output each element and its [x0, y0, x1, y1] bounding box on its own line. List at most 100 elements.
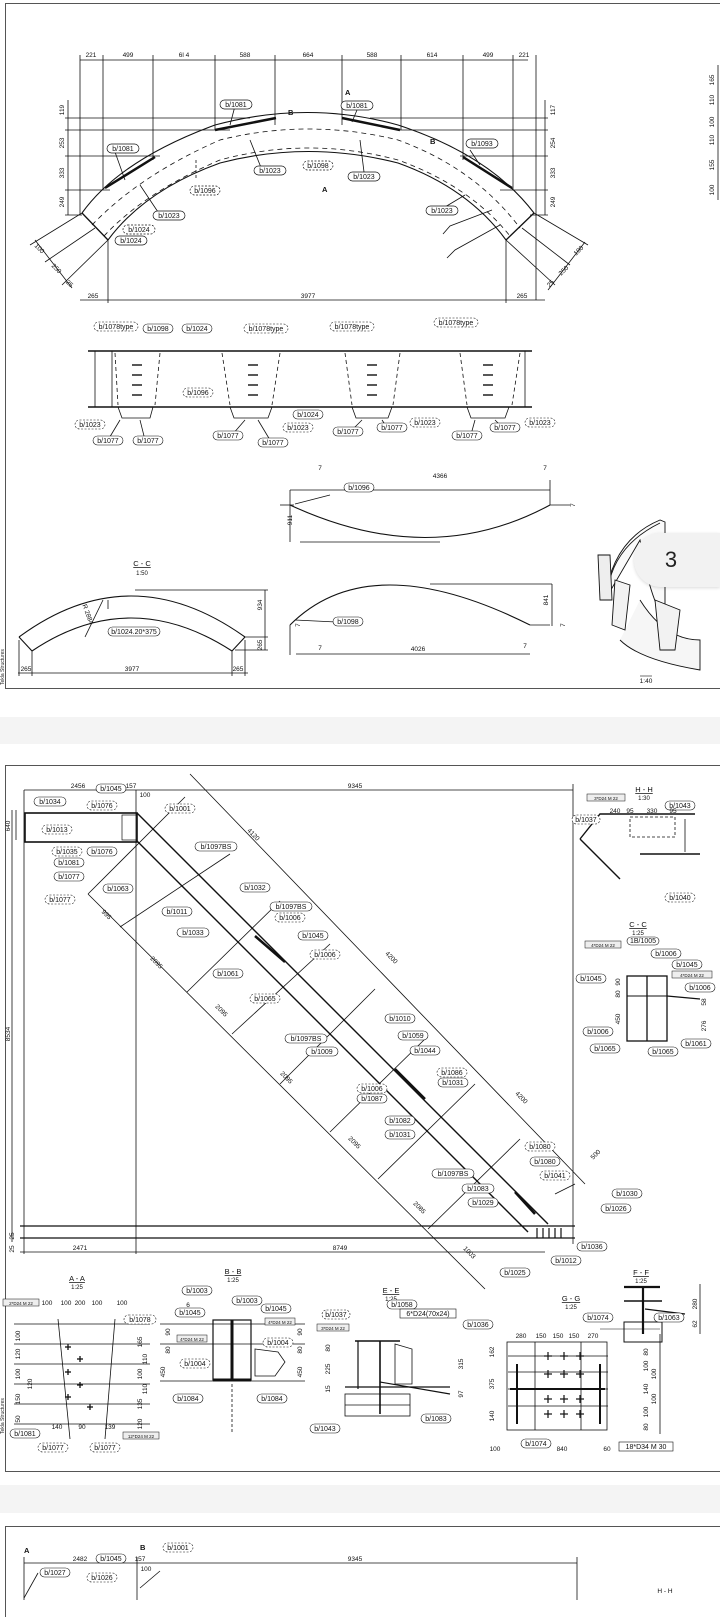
svg-text:b/1027: b/1027: [44, 1570, 66, 1577]
svg-text:b/1077: b/1077: [262, 440, 284, 447]
svg-text:100: 100: [117, 1300, 128, 1307]
svg-text:4*D24 M 22: 4*D24 M 22: [180, 1337, 204, 1342]
svg-text:b/1024: b/1024: [120, 238, 142, 245]
svg-text:249: 249: [59, 196, 66, 207]
svg-text:b/1065: b/1065: [254, 996, 276, 1003]
page-number-indicator[interactable]: 3: [634, 533, 720, 587]
svg-text:80: 80: [643, 1348, 650, 1356]
arch-part-labels: b/1081 b/1081 b/1081 b/1093 b/1023 b/102…: [106, 99, 499, 246]
svg-text:b/1026: b/1026: [91, 1575, 113, 1582]
svg-text:110: 110: [142, 1383, 149, 1394]
svg-text:25: 25: [546, 279, 556, 289]
svg-text:b/1061: b/1061: [685, 1041, 707, 1048]
svg-text:b/1006: b/1006: [314, 952, 336, 959]
svg-text:b/1076: b/1076: [91, 849, 113, 856]
svg-text:249: 249: [550, 196, 557, 207]
svg-text:221: 221: [519, 52, 530, 59]
svg-text:265: 265: [233, 666, 244, 673]
truss-drawing: 2456 157 100 9345 640 8534 25 25 2471 87…: [2, 773, 716, 1453]
svg-text:F - F: F - F: [633, 1268, 649, 1277]
svg-text:b/1097BS: b/1097BS: [438, 1171, 469, 1178]
svg-text:90: 90: [297, 1328, 304, 1336]
svg-text:50: 50: [15, 1415, 22, 1423]
svg-text:4200: 4200: [513, 1090, 528, 1105]
svg-text:12*D24 M 22: 12*D24 M 22: [128, 1434, 155, 1439]
svg-text:b/1077: b/1077: [58, 874, 80, 881]
svg-text:A: A: [24, 1546, 30, 1555]
svg-text:b/1097BS: b/1097BS: [291, 1036, 322, 1043]
page-gap: [0, 717, 720, 744]
svg-text:b/1023: b/1023: [431, 208, 453, 215]
svg-text:b/1023: b/1023: [529, 420, 551, 427]
svg-text:b/1098: b/1098: [307, 163, 329, 170]
svg-text:b/1077: b/1077: [42, 1445, 64, 1452]
svg-text:b/1063: b/1063: [107, 886, 129, 893]
svg-text:8534: 8534: [5, 1026, 12, 1041]
svg-text:100: 100: [140, 792, 151, 799]
svg-text:b/1083: b/1083: [467, 1186, 489, 1193]
svg-text:265: 265: [517, 293, 528, 300]
svg-text:b/1082: b/1082: [389, 1118, 411, 1125]
svg-text:b/1036: b/1036: [581, 1244, 603, 1251]
svg-text:b/1034: b/1034: [39, 799, 61, 806]
svg-text:7: 7: [570, 503, 577, 507]
svg-text:2*D24 M 22: 2*D24 M 22: [9, 1301, 33, 1306]
svg-text:995: 995: [100, 909, 113, 922]
svg-text:110: 110: [709, 94, 716, 105]
svg-text:280: 280: [692, 1298, 699, 1309]
svg-text:1B/1005: 1B/1005: [630, 938, 656, 945]
svg-text:2456: 2456: [71, 783, 86, 790]
svg-text:R 2884: R 2884: [81, 603, 95, 625]
svg-text:b/1006: b/1006: [279, 915, 301, 922]
section-f-f: F - F1:25 b/1063 280 62: [623, 1268, 701, 1343]
svg-text:b/1003: b/1003: [236, 1298, 258, 1305]
svg-text:588: 588: [240, 52, 251, 59]
svg-text:841: 841: [543, 594, 550, 605]
svg-text:60: 60: [603, 1446, 611, 1453]
svg-text:b/1004: b/1004: [184, 1361, 206, 1368]
section-b-b: B - B1:25 b/1003 b/1003 b/1045 b/1045 b/…: [160, 1267, 305, 1434]
svg-text:155: 155: [709, 159, 716, 170]
svg-text:2471: 2471: [73, 1245, 88, 1252]
svg-text:450: 450: [160, 1366, 167, 1377]
svg-text:b/1098: b/1098: [337, 619, 359, 626]
svg-text:b/1061: b/1061: [217, 971, 239, 978]
svg-text:333: 333: [59, 167, 66, 178]
svg-text:120: 120: [137, 1418, 144, 1429]
svg-text:b/1023: b/1023: [287, 425, 309, 432]
svg-text:b/1006: b/1006: [655, 951, 677, 958]
svg-text:b/1077: b/1077: [137, 438, 159, 445]
svg-text:240: 240: [610, 808, 621, 815]
svg-text:b/1065: b/1065: [652, 1049, 674, 1056]
svg-text:1003: 1003: [461, 1245, 476, 1260]
svg-text:b/1080: b/1080: [534, 1159, 556, 1166]
svg-text:b/1077: b/1077: [337, 429, 359, 436]
svg-text:b/1023: b/1023: [414, 420, 436, 427]
plate-1098: [289, 583, 553, 655]
svg-text:b/1029: b/1029: [472, 1200, 494, 1207]
svg-text:b/1081: b/1081: [112, 146, 134, 153]
svg-text:b/1024: b/1024: [128, 227, 150, 234]
svg-text:b/1006: b/1006: [587, 1029, 609, 1036]
svg-text:280: 280: [516, 1333, 527, 1340]
svg-text:3*D24 M 22: 3*D24 M 22: [321, 1326, 345, 1331]
svg-text:450: 450: [297, 1366, 304, 1377]
svg-text:664: 664: [303, 52, 314, 59]
svg-text:110: 110: [142, 1353, 149, 1364]
svg-text:100: 100: [15, 1368, 22, 1379]
svg-text:100: 100: [651, 1368, 658, 1379]
svg-text:b/1096: b/1096: [194, 188, 216, 195]
svg-text:b/1093: b/1093: [471, 141, 493, 148]
svg-text:b/1045: b/1045: [580, 976, 602, 983]
svg-text:b/1033: b/1033: [182, 930, 204, 937]
svg-text:A: A: [345, 88, 351, 97]
svg-text:58: 58: [701, 998, 708, 1006]
svg-text:265: 265: [88, 293, 99, 300]
svg-text:333: 333: [550, 167, 557, 178]
svg-text:b/1024: b/1024: [186, 326, 208, 333]
svg-text:140: 140: [643, 1383, 650, 1394]
svg-text:b/1081: b/1081: [225, 102, 247, 109]
drawing-frame: [5, 765, 720, 1472]
svg-text:H - H: H - H: [657, 1588, 672, 1595]
